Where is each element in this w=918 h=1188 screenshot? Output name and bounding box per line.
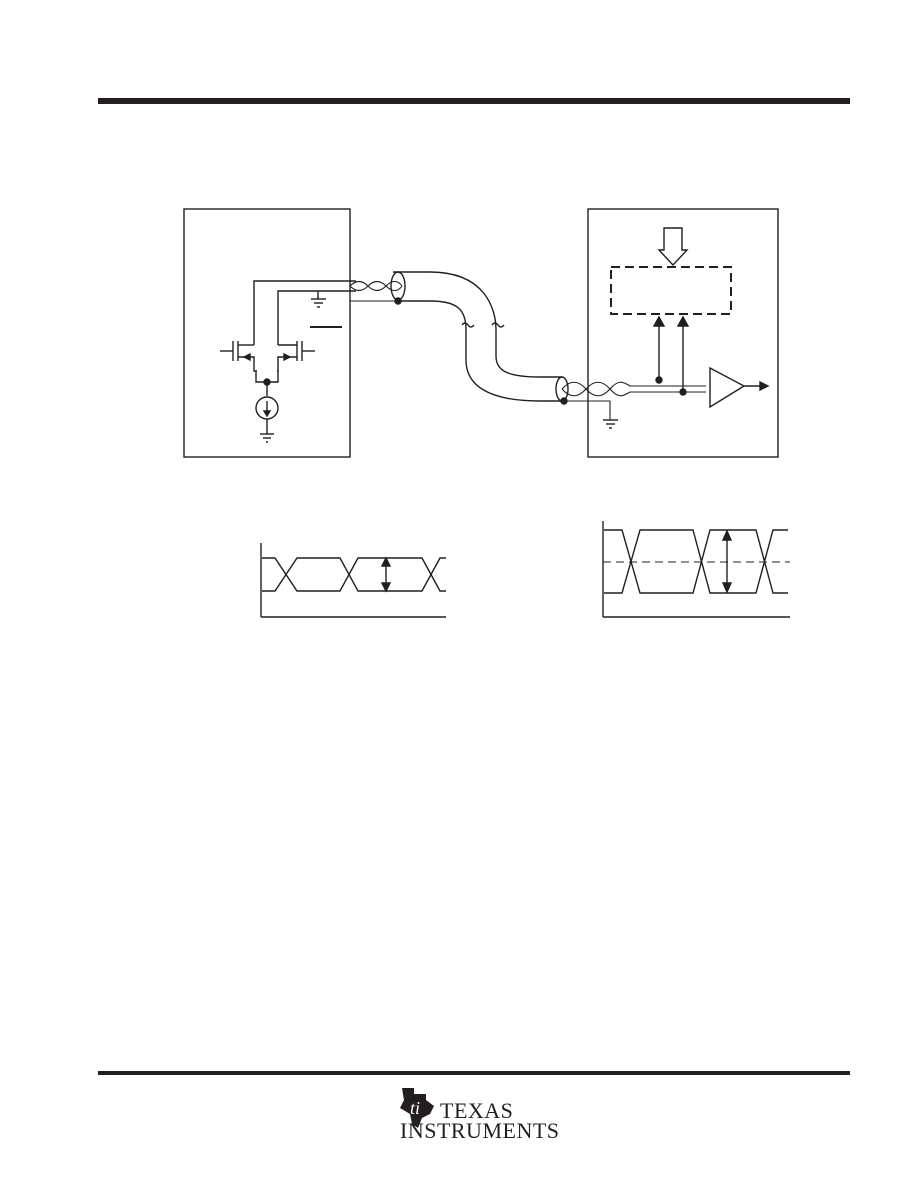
- ground-icon-receiver: [603, 419, 618, 429]
- termination-taps: [652, 315, 690, 396]
- svg-text:ti: ti: [410, 1098, 420, 1118]
- header-rule: [98, 98, 850, 104]
- ground-icon: [311, 298, 326, 308]
- current-source-icon: [255, 396, 279, 443]
- logo-line-instruments: INSTRUMENTS: [400, 1118, 560, 1143]
- transistor-left: [220, 341, 257, 372]
- receiver-buffer-icon: [709, 366, 770, 409]
- waveform-right: [602, 521, 790, 618]
- texas-instruments-logo: ti TEXAS INSTRUMENTS: [396, 1084, 559, 1142]
- logo-line-texas: TEXAS: [440, 1098, 514, 1123]
- termination-block: [610, 266, 732, 315]
- input-arrow-icon: [657, 227, 689, 267]
- shielded-cable: [390, 271, 569, 405]
- receiver-box: [587, 208, 779, 458]
- footer-rule: [98, 1071, 850, 1075]
- twisted-pair-driver: [349, 280, 403, 302]
- driver-output-lines: [253, 280, 356, 345]
- ti-state-icon: ti: [400, 1088, 434, 1128]
- tail-node: [255, 371, 279, 396]
- twisted-pair-receiver: [561, 381, 706, 420]
- waveform-left: [260, 543, 446, 618]
- transistor-right: [277, 341, 315, 372]
- driver-box: [183, 208, 351, 458]
